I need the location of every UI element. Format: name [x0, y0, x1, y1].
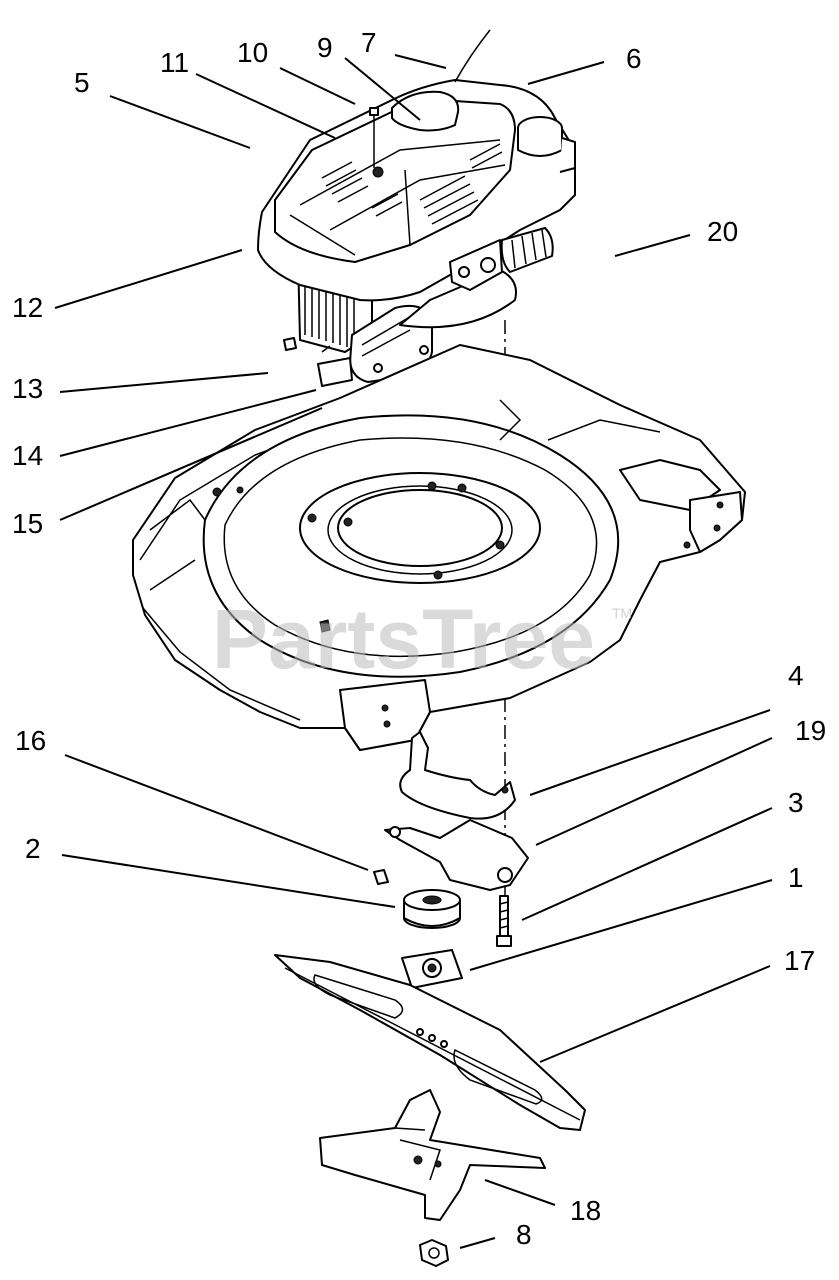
- callout-5: 5: [74, 67, 90, 98]
- leader-5: [109, 95, 251, 149]
- callout-13: 13: [12, 373, 43, 404]
- leader-15: [59, 407, 323, 521]
- callout-labels: 5 11 10 9 7 6 20 12 13 14 15 4 16 19 3 2…: [12, 27, 826, 1250]
- lower-parts: [274, 731, 586, 1267]
- watermark: PartsTree TM: [212, 592, 632, 686]
- callout-1: 1: [788, 862, 804, 893]
- callout-12: 12: [12, 292, 43, 323]
- leader-8: [459, 1237, 496, 1249]
- watermark-text: PartsTree: [212, 592, 595, 686]
- callout-18: 18: [570, 1195, 601, 1226]
- leader-17: [539, 965, 771, 1063]
- callout-6: 6: [626, 43, 642, 74]
- callout-16: 16: [15, 725, 46, 756]
- mower-deck: [132, 344, 746, 751]
- leader-12: [54, 249, 243, 309]
- engine-assembly: [257, 29, 576, 940]
- leader-16: [64, 754, 369, 871]
- callout-20: 20: [707, 216, 738, 247]
- leader-18: [484, 1179, 556, 1206]
- leader-11: [195, 73, 336, 139]
- callout-7: 7: [361, 27, 377, 58]
- callout-10: 10: [237, 37, 268, 68]
- leader-2: [61, 854, 396, 908]
- leader-7: [394, 54, 447, 69]
- callout-19: 19: [795, 715, 826, 746]
- leader-10: [279, 67, 356, 105]
- leader-14: [59, 389, 317, 457]
- callout-2: 2: [25, 833, 41, 864]
- callout-17: 17: [784, 945, 815, 976]
- callout-11: 11: [160, 47, 189, 78]
- leader-lines: [54, 54, 773, 1249]
- leader-6: [527, 61, 605, 85]
- leader-4: [529, 709, 771, 796]
- callout-15: 15: [12, 508, 43, 539]
- leader-3: [521, 807, 773, 921]
- leader-19: [535, 737, 773, 846]
- callout-14: 14: [12, 440, 43, 471]
- watermark-trademark: TM: [612, 605, 632, 621]
- leader-20: [614, 234, 691, 257]
- leader-13: [59, 372, 269, 393]
- leader-9: [344, 57, 421, 121]
- callout-8: 8: [516, 1219, 532, 1250]
- callout-3: 3: [788, 787, 804, 818]
- callout-4: 4: [788, 660, 804, 691]
- leader-1: [469, 879, 773, 971]
- callout-9: 9: [317, 32, 333, 63]
